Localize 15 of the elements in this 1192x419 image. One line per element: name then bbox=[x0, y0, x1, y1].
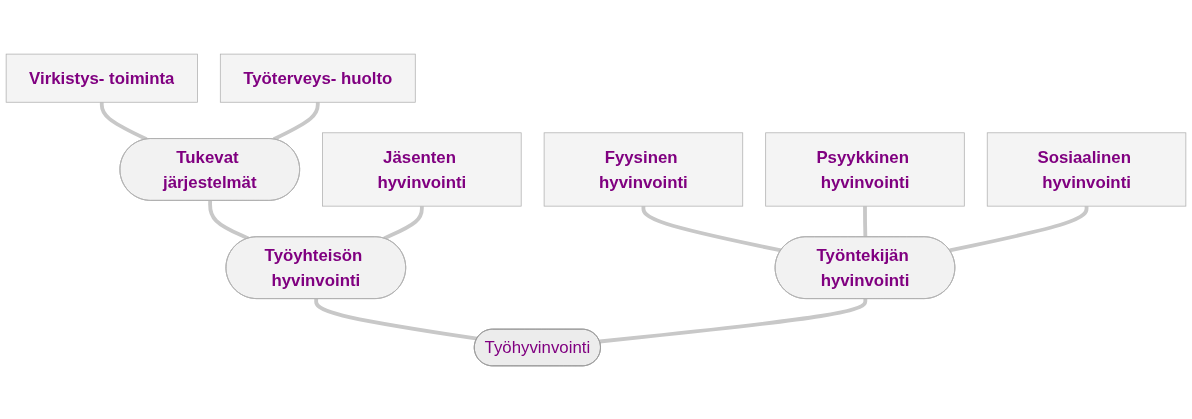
node-box: Fyysinen hyvinvointi bbox=[543, 131, 744, 207]
connector bbox=[599, 298, 868, 343]
connector bbox=[863, 205, 868, 237]
connector bbox=[949, 205, 1089, 252]
node-box: Virkistys- toiminta bbox=[5, 53, 198, 103]
node-box: Sosiaalinen hyvinvointi bbox=[986, 131, 1187, 207]
node-box: Jäsenten hyvinvointi bbox=[322, 131, 522, 207]
node-box: Psyykkinen hyvinvointi bbox=[765, 131, 965, 207]
connector bbox=[272, 101, 320, 141]
connector bbox=[99, 101, 148, 141]
connector bbox=[383, 205, 424, 240]
connector bbox=[314, 298, 478, 341]
connector bbox=[641, 205, 782, 252]
node-box: Työterveys- huolto bbox=[219, 53, 416, 103]
connector bbox=[208, 200, 250, 240]
